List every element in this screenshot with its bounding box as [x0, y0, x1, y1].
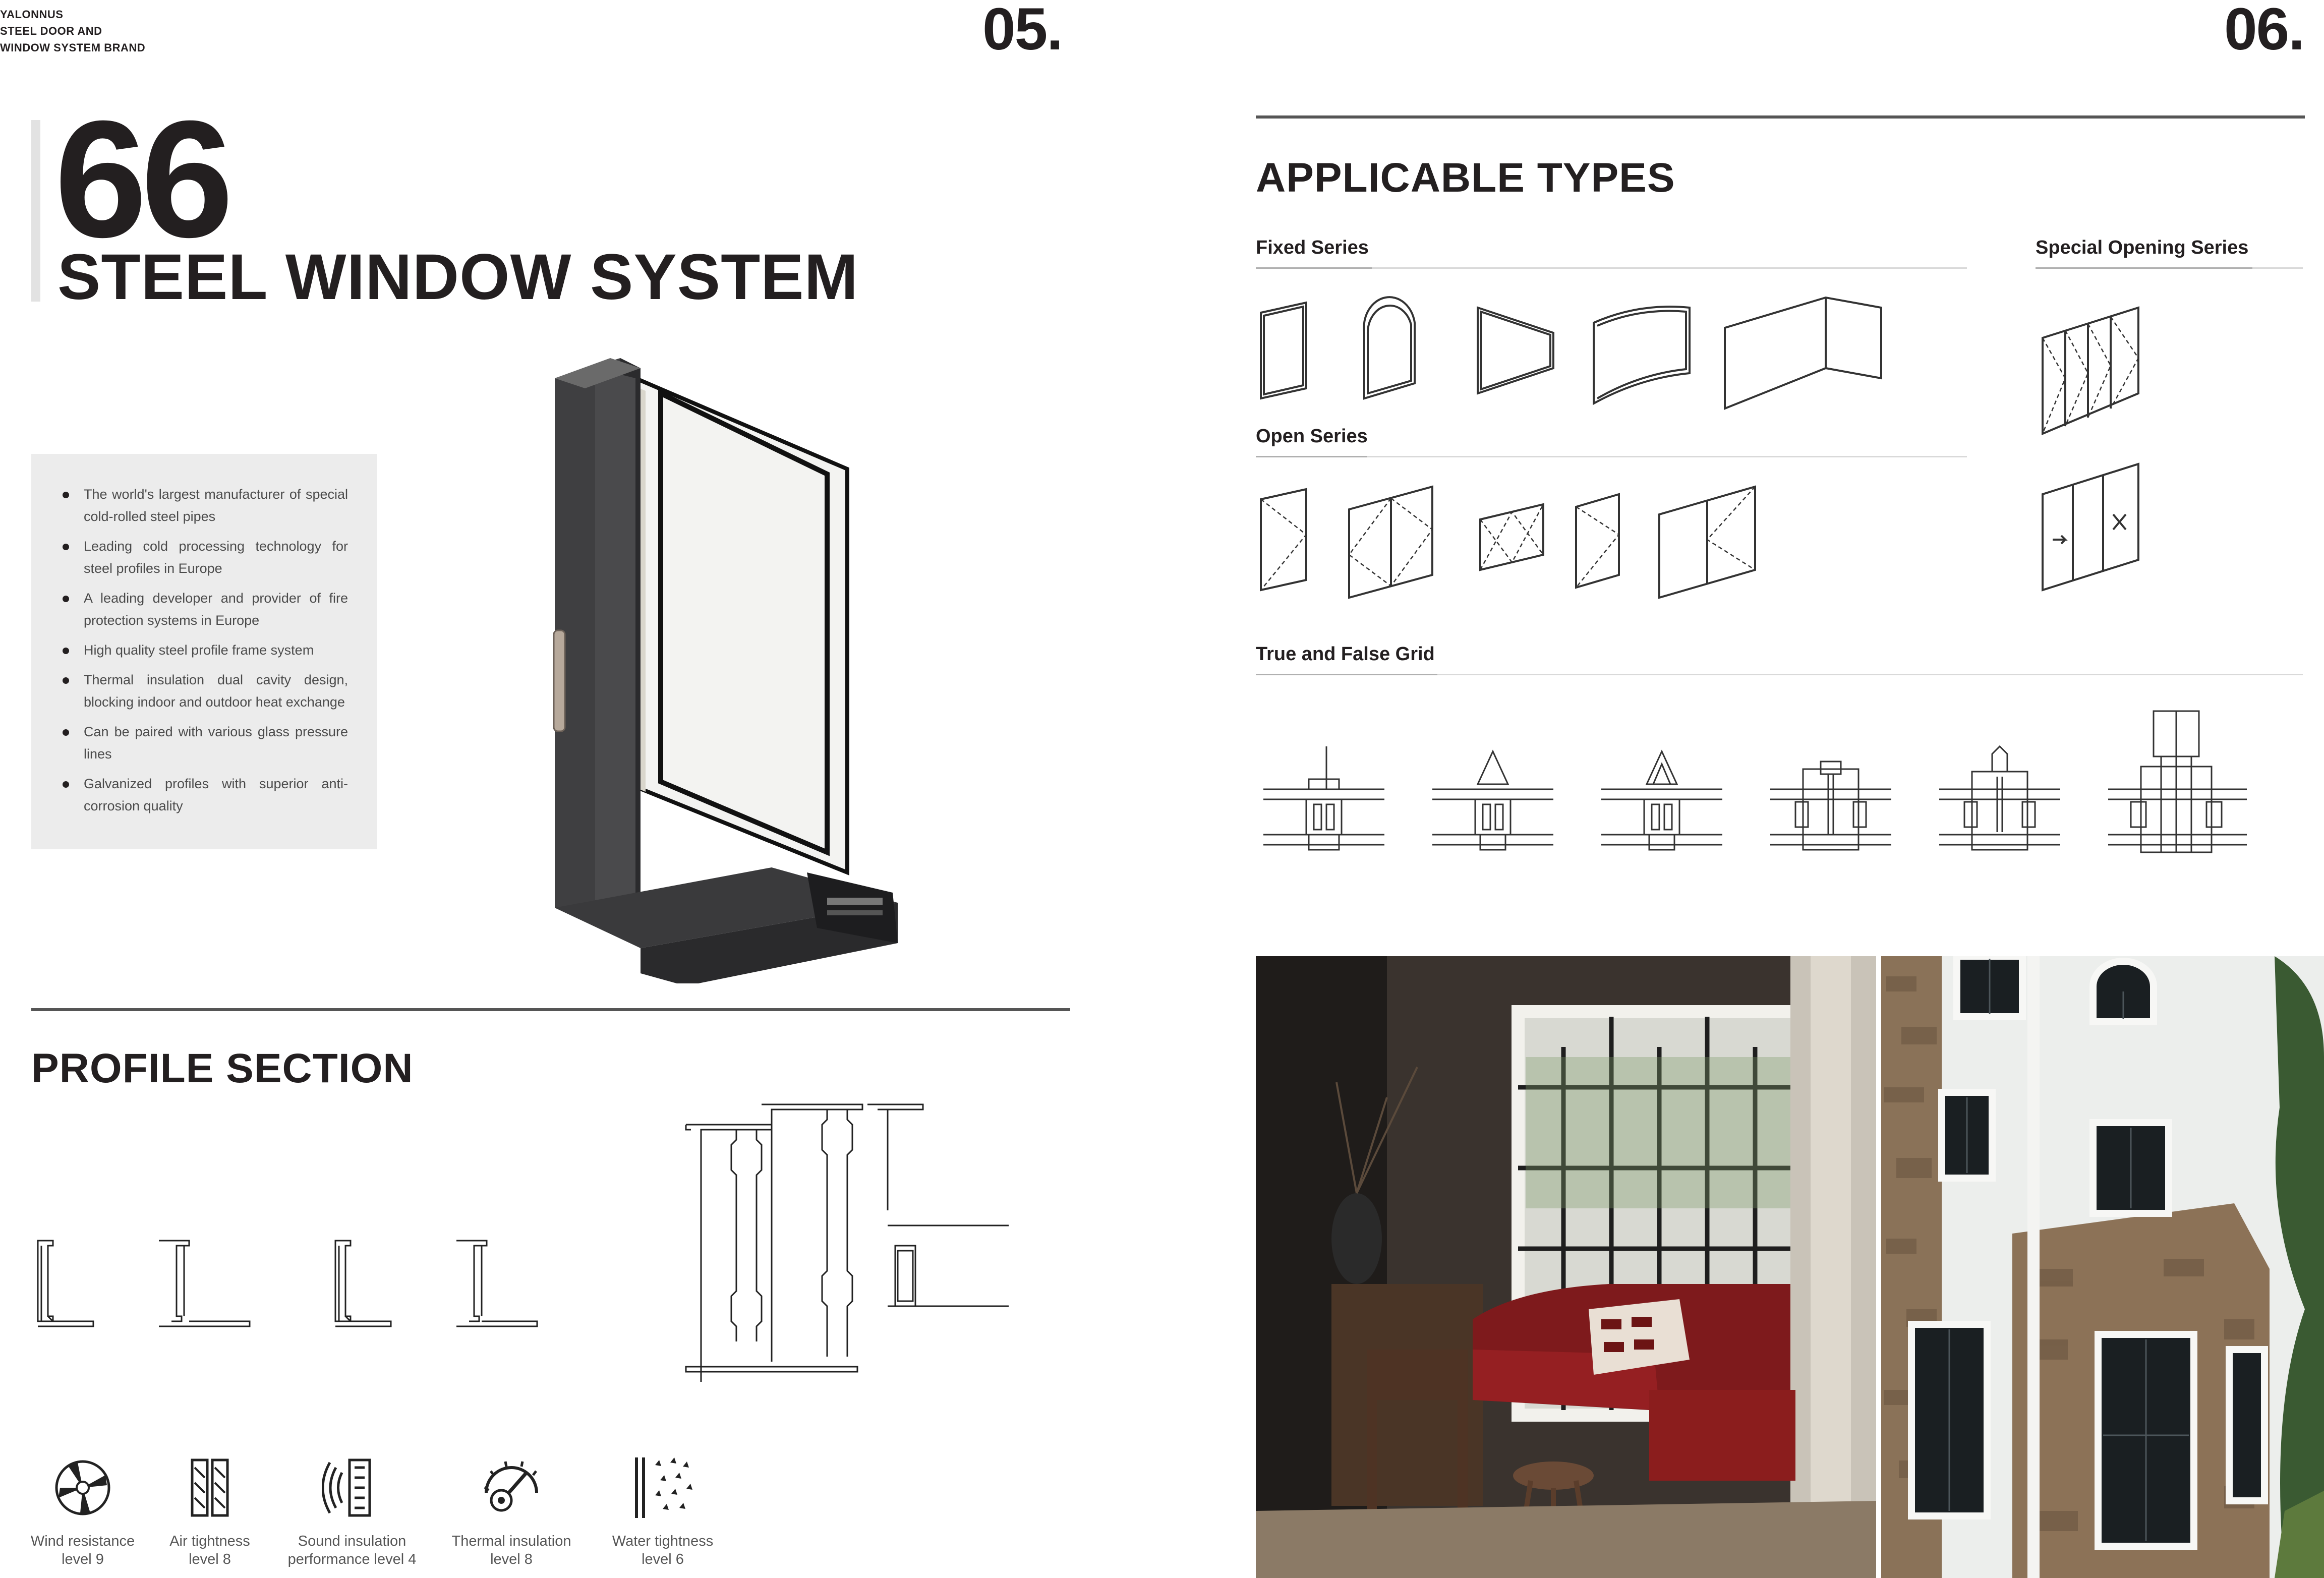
perf-water-tightness: Water tightness level 6 [597, 1452, 728, 1568]
special-opening-series-rule [2036, 267, 2303, 269]
perf-label: Thermal insulation [451, 1533, 571, 1549]
window-profile-illustration [553, 358, 898, 983]
fixed-series-rule [1256, 267, 1967, 269]
profile-section-drawings [37, 1103, 1009, 1382]
perf-label: Water tightness [612, 1533, 714, 1549]
brand-name: YALONNUS [0, 8, 64, 21]
sound-insulation-icon [322, 1458, 371, 1517]
perf-level: performance level 4 [287, 1551, 417, 1567]
perf-level: level 8 [490, 1551, 533, 1567]
special-opening-series-diagrams [2042, 306, 2139, 592]
profile-section-rule [31, 1008, 1070, 1011]
list-item: High quality steel profile frame system [63, 639, 348, 661]
brand-block: YALONNUS STEEL DOOR AND WINDOW SYSTEM BR… [0, 6, 145, 56]
perf-label: Sound insulation [298, 1533, 406, 1549]
list-item: A leading developer and provider of fire… [63, 587, 348, 631]
page-number-left: 05. [982, 0, 1063, 63]
exterior-scene [1881, 956, 2324, 1578]
wind-resistance-icon [55, 1460, 110, 1515]
perf-label: Wind resistance [30, 1533, 135, 1549]
true-false-grid-diagrams [1263, 710, 2247, 853]
page-number-right: 06. [2224, 0, 2305, 63]
list-item: Galvanized profiles with superior anti-c… [63, 773, 348, 817]
fixed-series-diagrams [1260, 296, 1882, 410]
list-item: Thermal insulation dual cavity design, b… [63, 669, 348, 713]
title-accent-bar [31, 120, 40, 302]
page-title: STEEL WINDOW SYSTEM [57, 241, 859, 313]
open-series-diagrams [1260, 485, 1756, 599]
perf-level: level 8 [189, 1551, 231, 1567]
perf-level: level 6 [642, 1551, 684, 1567]
model-number: 66 [54, 86, 234, 272]
brand-tagline-line2: WINDOW SYSTEM BRAND [0, 41, 146, 54]
true-false-grid-heading: True and False Grid [1256, 644, 1435, 665]
fixed-series-heading: Fixed Series [1256, 237, 1369, 258]
open-series-rule [1256, 456, 1967, 457]
true-false-grid-rule [1256, 674, 2303, 675]
exterior-photo [1881, 956, 2324, 1578]
profile-section-heading: PROFILE SECTION [31, 1045, 414, 1091]
list-item: The world's largest manufacturer of spec… [63, 483, 348, 528]
perf-label: Air tightness [169, 1533, 250, 1549]
brand-tagline-line1: STEEL DOOR AND [0, 25, 102, 37]
applicable-types-rule [1256, 115, 2305, 119]
open-series-heading: Open Series [1256, 426, 1368, 447]
perf-level: level 9 [62, 1551, 104, 1567]
features-list: The world's largest manufacturer of spec… [63, 483, 348, 817]
applicable-types-heading: APPLICABLE TYPES [1256, 155, 1675, 201]
thermal-insulation-icon [484, 1461, 538, 1512]
perf-wind-resistance: Wind resistance level 9 [17, 1452, 148, 1568]
interior-scene [1256, 956, 1876, 1578]
list-item: Leading cold processing technology for s… [63, 535, 348, 579]
list-item: Can be paired with various glass pressur… [63, 721, 348, 765]
perf-air-tightness: Air tightness level 8 [144, 1452, 275, 1568]
special-opening-series-heading: Special Opening Series [2036, 237, 2249, 258]
perf-thermal-insulation: Thermal insulation level 8 [446, 1452, 577, 1568]
features-panel: The world's largest manufacturer of spec… [31, 454, 377, 849]
interior-photo [1256, 956, 1876, 1578]
perf-sound-insulation: Sound insulation performance level 4 [286, 1452, 418, 1568]
air-tightness-icon [191, 1458, 229, 1517]
water-tightness-icon [635, 1457, 692, 1518]
